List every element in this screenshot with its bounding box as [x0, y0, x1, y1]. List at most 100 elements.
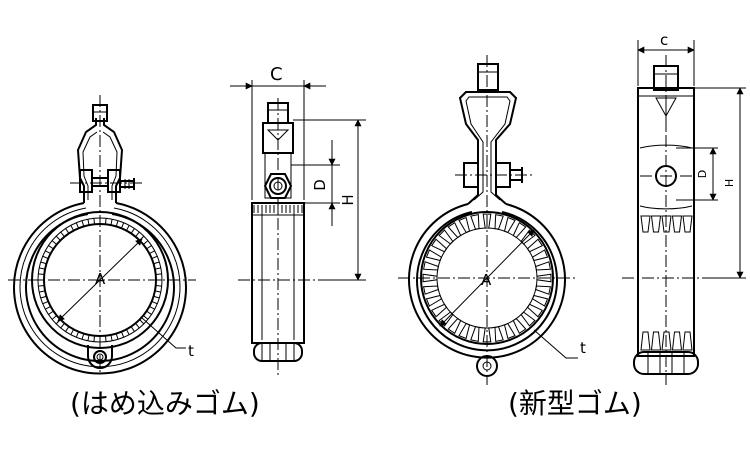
rubber-tick — [40, 261, 47, 265]
side-tooth-top — [650, 215, 662, 233]
side-tooth-bottom — [661, 331, 672, 351]
rubber-tick — [39, 267, 46, 270]
rubber-tick — [45, 250, 51, 255]
rubber-tick — [51, 315, 58, 320]
rubber-tick — [154, 267, 161, 270]
rubber-tick — [125, 225, 130, 231]
side-tooth-bottom — [640, 331, 651, 351]
rubber-tick — [125, 329, 130, 335]
left-front-view: A t — [8, 95, 196, 375]
rubber-tick — [39, 290, 46, 293]
rubber-tick — [38, 284, 45, 287]
caption-right: (新型ゴム) — [508, 387, 642, 420]
side-tooth-top — [661, 215, 672, 233]
rubber-tooth — [512, 317, 527, 335]
rubber-tick — [155, 273, 162, 276]
left-label-t: t — [188, 342, 194, 360]
side-tooth-top — [640, 215, 651, 233]
rubber-tooth — [447, 221, 462, 239]
rubber-tick — [153, 295, 160, 299]
rubber-tooth — [520, 311, 536, 327]
rubber-tick — [65, 326, 70, 332]
rubber-tooth — [425, 249, 443, 262]
rubber-tooth — [494, 213, 504, 230]
rubber-tooth — [535, 285, 552, 295]
side-tooth-top — [682, 215, 693, 233]
rubber-tick — [135, 231, 140, 238]
rubber-tick — [55, 235, 61, 241]
rubber-tick — [130, 228, 135, 234]
rubber-tick — [130, 326, 135, 332]
rubber-tooth — [526, 238, 544, 253]
rubber-tooth — [494, 326, 504, 343]
rubber-tick — [60, 231, 65, 238]
rubber-tooth — [422, 261, 439, 271]
left-t-leader — [141, 317, 186, 349]
rubber-tick — [87, 334, 90, 341]
rubber-tick — [51, 240, 58, 245]
rubber-tooth — [482, 213, 492, 229]
rubber-tick — [142, 240, 149, 245]
side-tooth-top — [671, 215, 683, 233]
caption-left: (はめ込みゴム) — [70, 387, 260, 420]
rubber-tick — [142, 315, 149, 320]
rubber-tick — [93, 218, 96, 225]
left-bolt — [79, 169, 135, 193]
rubber-tick — [155, 284, 162, 287]
rubber-tick — [115, 333, 119, 340]
rubber-tooth — [438, 311, 454, 327]
right-label-t: t — [580, 339, 586, 357]
right-t-leader — [533, 329, 578, 359]
rubber-tooth — [430, 303, 448, 318]
rubber-tooth — [535, 261, 552, 271]
rubber-tooth — [503, 322, 516, 340]
rubber-tooth — [458, 216, 471, 234]
rubber-tick — [40, 295, 47, 299]
rubber-tick — [135, 322, 140, 329]
left-side-view: C D H — [230, 64, 366, 376]
rubber-tick — [75, 222, 80, 229]
rubber-tooth — [503, 216, 516, 234]
rubber-tick — [48, 310, 54, 315]
rubber-tooth — [512, 221, 527, 239]
right-label-C: c — [660, 31, 668, 49]
rubber-tick — [104, 218, 107, 225]
side-tooth-bottom — [682, 331, 693, 351]
side-tooth-bottom — [650, 331, 662, 351]
rubber-tick — [81, 333, 85, 340]
side-tooth-bottom — [671, 331, 683, 351]
right-front-view: A t — [398, 55, 586, 385]
rubber-tooth — [422, 285, 439, 295]
rubber-tooth — [438, 229, 454, 245]
left-label-C: C — [270, 64, 283, 85]
left-label-A: A — [95, 270, 106, 288]
rubber-tick — [115, 220, 119, 227]
rubber-tooth — [430, 238, 448, 253]
rubber-tick — [70, 329, 75, 335]
rubber-tick — [48, 245, 54, 250]
rubber-tick — [87, 219, 90, 226]
right-label-H: H — [723, 179, 736, 187]
rubber-tick — [120, 222, 125, 229]
rubber-tick — [70, 225, 75, 231]
rubber-tick — [154, 290, 161, 293]
rubber-tick — [104, 335, 107, 342]
rubber-tick — [153, 261, 160, 265]
rubber-tick — [93, 335, 96, 342]
rubber-tick — [42, 300, 49, 305]
rubber-tick — [149, 250, 155, 255]
left-label-H: H — [339, 194, 357, 205]
rubber-tick — [151, 300, 158, 305]
rubber-tooth — [536, 273, 552, 283]
left-label-D: D — [311, 179, 329, 191]
rubber-tick — [42, 255, 49, 260]
rubber-tooth — [422, 273, 438, 283]
rubber-tooth — [531, 294, 549, 307]
rubber-tick — [146, 310, 152, 315]
rubber-tick — [120, 331, 125, 338]
rubber-tick — [149, 305, 155, 310]
rubber-tooth — [531, 249, 549, 262]
left-dim-A — [57, 238, 143, 322]
rubber-tooth — [425, 294, 443, 307]
